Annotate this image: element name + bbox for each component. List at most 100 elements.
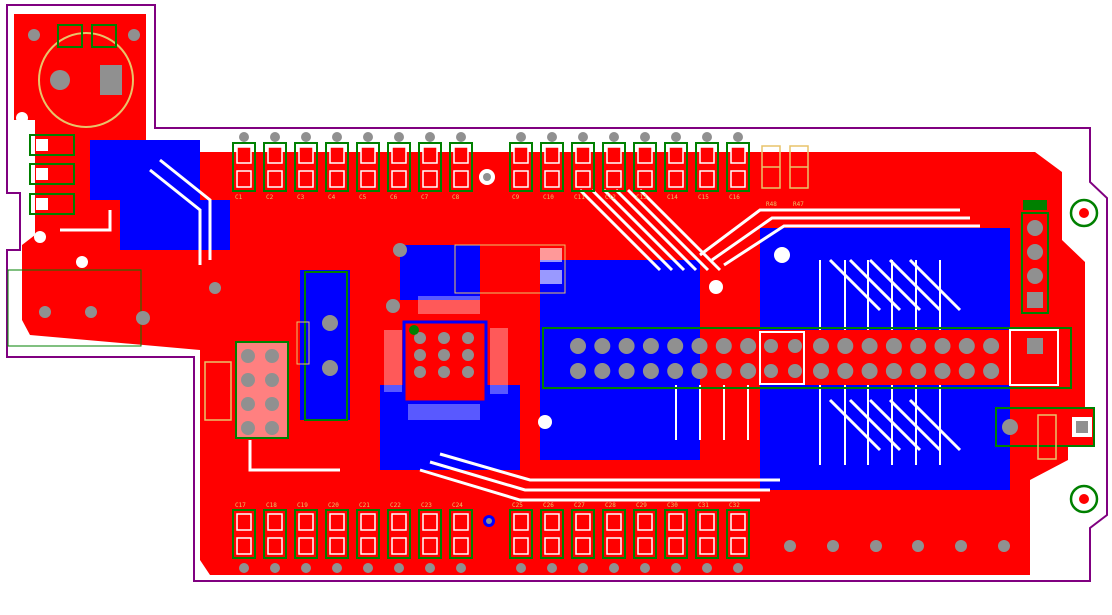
header-pin [691,338,708,354]
footprint-c26: C26 [540,502,564,573]
header-pin [740,338,757,354]
footprint-c11: C11 [571,132,595,201]
bottom-right-component-row: C25 C26 C27 C28 C29 C30 C31 C32 [509,502,750,573]
footprint-c16: C16 [726,132,750,201]
battery-holder [28,24,140,128]
header-pin [910,338,927,354]
header-pin [934,363,951,379]
footprint-c3: C3 [294,132,318,201]
silk-label: C12 [605,194,616,201]
silk-pad-outlines [761,145,809,189]
bottom-via-row [784,540,1010,552]
header-pin [764,339,778,353]
silk-label: C2 [266,194,274,201]
header-pin [861,363,878,379]
silk-label: C19 [297,502,308,509]
header-pin [958,363,975,379]
footprint-c32: C32 [726,502,750,573]
footprint-c30: C30 [664,502,688,573]
header-pin [958,338,975,354]
header-pin [837,338,854,354]
header-pin [910,363,927,379]
header-pin [642,363,659,379]
header-pin [570,338,586,354]
footprint-c20: C20 [325,502,349,573]
footprint-c22: C22 [387,502,411,573]
silk-label: C18 [266,502,277,509]
footprint-c1: C1 [232,132,256,201]
header-pin [764,364,778,378]
header-pin [594,363,611,379]
silk-label: C8 [452,194,460,201]
footprint-c23: C23 [418,502,442,573]
bottom-left-component-row: C17 C18 C19 C20 C21 C22 C23 C24 [232,502,473,573]
silk-label: C27 [574,502,585,509]
footprint-c19: C19 [294,502,318,573]
voltage-regulator [296,271,348,421]
footprint-c17: C17 [232,502,256,573]
silk-label-small: R48 [766,201,777,208]
header-pin [885,363,902,379]
silk-label: C14 [667,194,678,201]
footprint-c28: C28 [602,502,626,573]
silk-label: C1 [235,194,243,201]
footprint-c24: C24 [449,502,473,573]
silk-label: C26 [543,502,554,509]
right-connector [1021,200,1049,314]
header-pin [642,338,659,354]
footprint-c18: C18 [263,502,287,573]
silk-label: C10 [543,194,554,201]
header-pin [788,364,802,378]
header-pin [813,363,829,379]
header-pin [861,338,878,354]
silk-label: C21 [359,502,370,509]
footprint-c9: C9 [509,132,533,201]
mounting-hole-bottom [1069,484,1099,514]
footprint-c7: C7 [418,132,442,201]
vertical-traces [675,260,941,465]
header-pin [740,363,757,379]
silk-label: C22 [390,502,401,509]
footprint-c27: C27 [571,502,595,573]
small-ic [425,244,566,294]
header-pin [691,363,708,379]
footprint-c25: C25 [509,502,533,573]
footprint-c5: C5 [356,132,380,201]
header-pin [570,363,586,379]
footprint-c12: C12 [602,132,626,201]
footprint-c4: C4 [325,132,349,201]
silk-label-small: R47 [793,201,804,208]
silk-label: C13 [636,194,647,201]
silk-label: C17 [235,502,246,509]
silk-label: C29 [636,502,647,509]
silk-label: C4 [328,194,336,201]
header-pin [618,363,635,379]
header-pin [715,338,732,354]
jumper [995,407,1095,460]
header-pin [715,363,732,379]
header-pin [618,338,635,354]
header-pin [837,363,854,379]
silk-label: C5 [359,194,367,201]
footprint-c14: C14 [664,132,688,201]
silk-label: C25 [512,502,523,509]
footprint-c13: C13 [633,132,657,201]
footprint-c6: C6 [387,132,411,201]
silk-label: C31 [698,502,709,509]
footprint-c8: C8 [449,132,473,201]
footprint-c15: C15 [695,132,719,201]
silk-label: C15 [698,194,709,201]
header-pin [667,338,684,354]
silk-label: C23 [421,502,432,509]
board-outline [6,4,1108,582]
header-pin [813,338,829,354]
silk-label: C11 [574,194,585,201]
header-pin [983,363,1000,379]
silk-label: C6 [390,194,398,201]
header-pin [885,338,902,354]
header-pin [667,363,684,379]
bottom-copper-regions [90,140,1010,490]
